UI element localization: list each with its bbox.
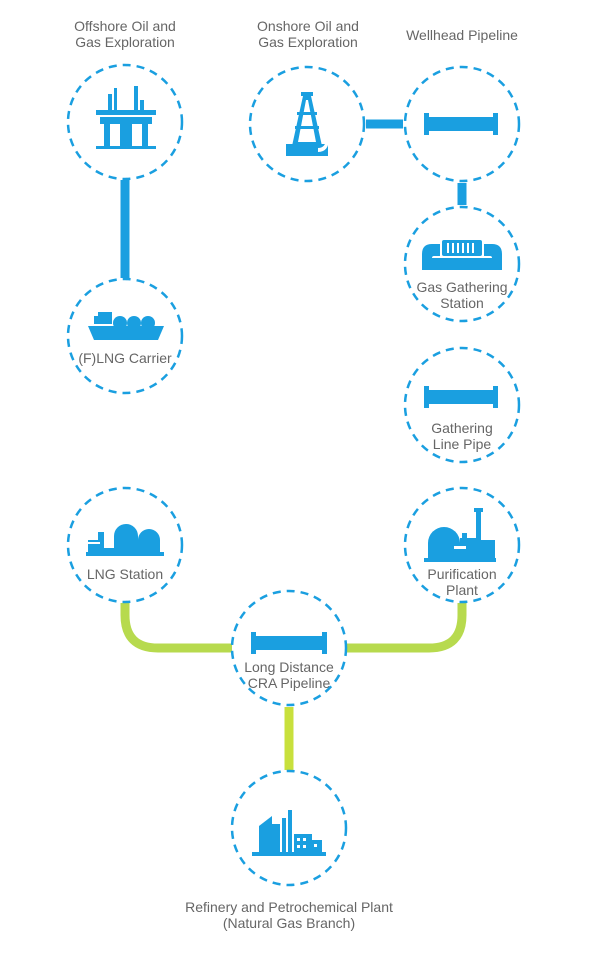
label-long-distance-line2: CRA Pipeline (247, 675, 331, 691)
label-purification-line2: Plant (446, 582, 478, 598)
connector-purification-long-distance (345, 603, 467, 653)
offshore-platform-icon (96, 86, 156, 149)
label-onshore: Onshore Oil and Gas Exploration (238, 18, 378, 50)
label-lng-carrier-line1: (F)LNG Carrier (78, 350, 172, 366)
label-wellhead: Wellhead Pipeline (392, 27, 532, 43)
label-purification-line1: Purification (427, 566, 497, 582)
label-offshore-line1: Offshore Oil and (74, 18, 176, 34)
purification-plant-icon (424, 508, 496, 562)
node-ring-onshore (248, 65, 366, 183)
lng-tanks-icon (86, 524, 164, 556)
label-gas-gathering: Gas Gathering Station (402, 279, 522, 311)
lng-ship-icon (88, 312, 164, 340)
label-purification: Purification Plant (402, 566, 522, 598)
label-gas-gathering-line2: Station (440, 295, 484, 311)
label-gathering-line-line2: Line Pipe (432, 436, 492, 452)
node-ring-gathering-line (403, 346, 521, 464)
label-offshore: Offshore Oil and Gas Exploration (55, 18, 195, 50)
refinery-icon (252, 810, 326, 856)
label-gas-gathering-line1: Gas Gathering (416, 279, 508, 295)
label-long-distance-line1: Long Distance (244, 659, 334, 675)
label-offshore-line2: Gas Exploration (75, 34, 175, 50)
label-refinery-line1: Refinery and Petrochemical Plant (185, 899, 393, 915)
label-refinery: Refinery and Petrochemical Plant (Natura… (169, 899, 409, 931)
label-onshore-line2: Gas Exploration (258, 34, 358, 50)
label-lng-carrier: (F)LNG Carrier (65, 350, 185, 366)
gathering-station-icon (422, 240, 502, 270)
label-gathering-line: Gathering Line Pipe (402, 420, 522, 452)
label-gathering-line-line1: Gathering (431, 420, 493, 436)
drilling-derrick-icon (286, 92, 329, 156)
label-long-distance: Long Distance CRA Pipeline (229, 659, 349, 691)
connector-lng-station-long-distance (120, 603, 232, 653)
pipe-icon (424, 386, 498, 408)
label-refinery-line2: (Natural Gas Branch) (222, 915, 356, 931)
label-lng-station: LNG Station (65, 566, 185, 582)
pipe-icon (251, 632, 327, 654)
pipe-icon (424, 113, 498, 135)
label-lng-station-line1: LNG Station (86, 566, 164, 582)
connectors (120, 119, 467, 770)
label-wellhead-line1: Wellhead Pipeline (406, 27, 518, 43)
label-onshore-line1: Onshore Oil and (257, 18, 359, 34)
